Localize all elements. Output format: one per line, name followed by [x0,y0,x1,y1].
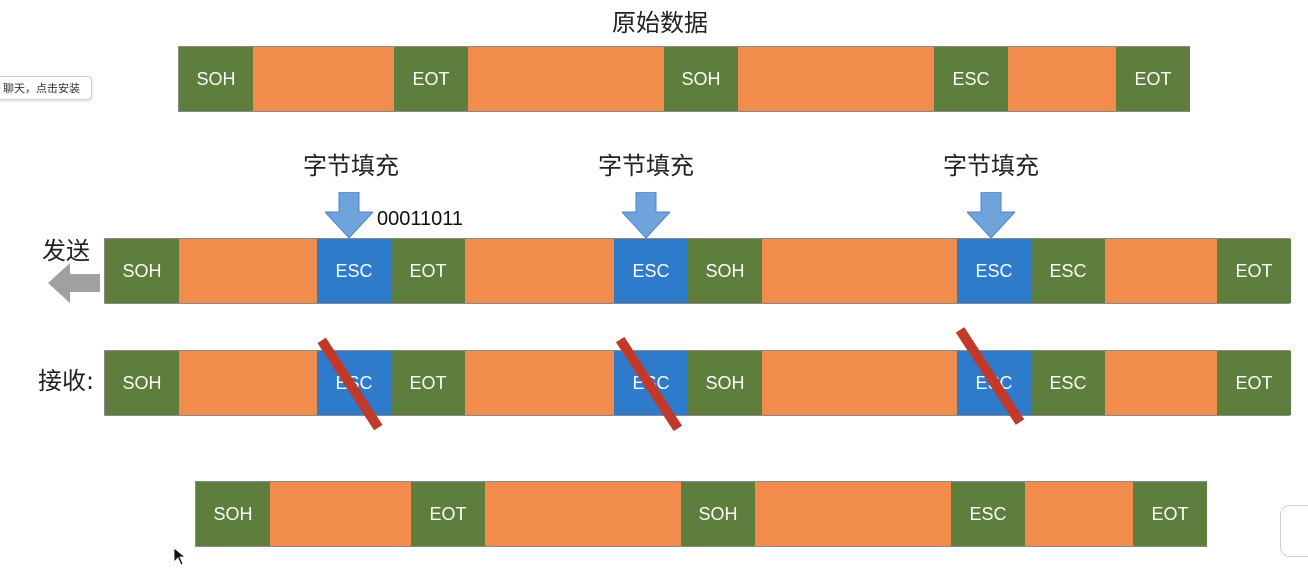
segment-send-2: EOT [391,239,465,303]
floating-panel-button[interactable] [1280,505,1308,557]
segment-receive-7: EOT [1217,351,1291,415]
segment-result-4: EOT [1133,482,1207,546]
segment-receive-2: EOT [391,351,465,415]
send-label: 发送 [42,237,90,265]
segment-send-5: ESC [957,239,1031,303]
receive-label: 接收: [38,367,95,395]
segment-original-4: EOT [1116,47,1190,111]
mouse-cursor-icon [174,548,186,566]
install-tooltip[interactable]: 聊天，点击安装 [0,76,92,100]
frame-result: SOH EOT SOH ESC EOT [195,481,1207,547]
segment-original-3: ESC [934,47,1008,111]
stuffing-label-2: 字节填充 [598,152,694,180]
frame-send: SOH ESC EOT ESC SOH ESC ESC EOT [104,238,1291,304]
segment-original-1: EOT [394,47,468,111]
segment-send-6: ESC [1031,239,1105,303]
segment-original-2: SOH [664,47,738,111]
esc-bit-pattern: 00011011 [377,208,464,230]
stuffing-label-3: 字节填充 [943,152,1039,180]
segment-send-0: SOH [105,239,179,303]
segment-result-0: SOH [196,482,270,546]
segment-receive-6: ESC [1031,351,1105,415]
frame-receive: SOH ESC EOT ESC SOH ESC ESC EOT [104,350,1291,416]
arrow-down-icon [967,192,1015,238]
segment-result-1: EOT [411,482,485,546]
segment-receive-4: SOH [688,351,762,415]
segment-result-2: SOH [681,482,755,546]
frame-original: SOH EOT SOH ESC EOT [178,46,1190,112]
segment-send-1: ESC [317,239,391,303]
segment-send-7: EOT [1217,239,1291,303]
segment-result-3: ESC [951,482,1025,546]
arrow-down-icon [325,192,373,238]
arrow-down-icon [622,192,670,238]
diagram-title: 原始数据 [612,9,708,37]
stuffing-label-1: 字节填充 [303,152,399,180]
arrow-left-icon [48,263,100,303]
segment-send-4: SOH [688,239,762,303]
segment-send-3: ESC [614,239,688,303]
segment-receive-0: SOH [105,351,179,415]
segment-original-0: SOH [179,47,253,111]
